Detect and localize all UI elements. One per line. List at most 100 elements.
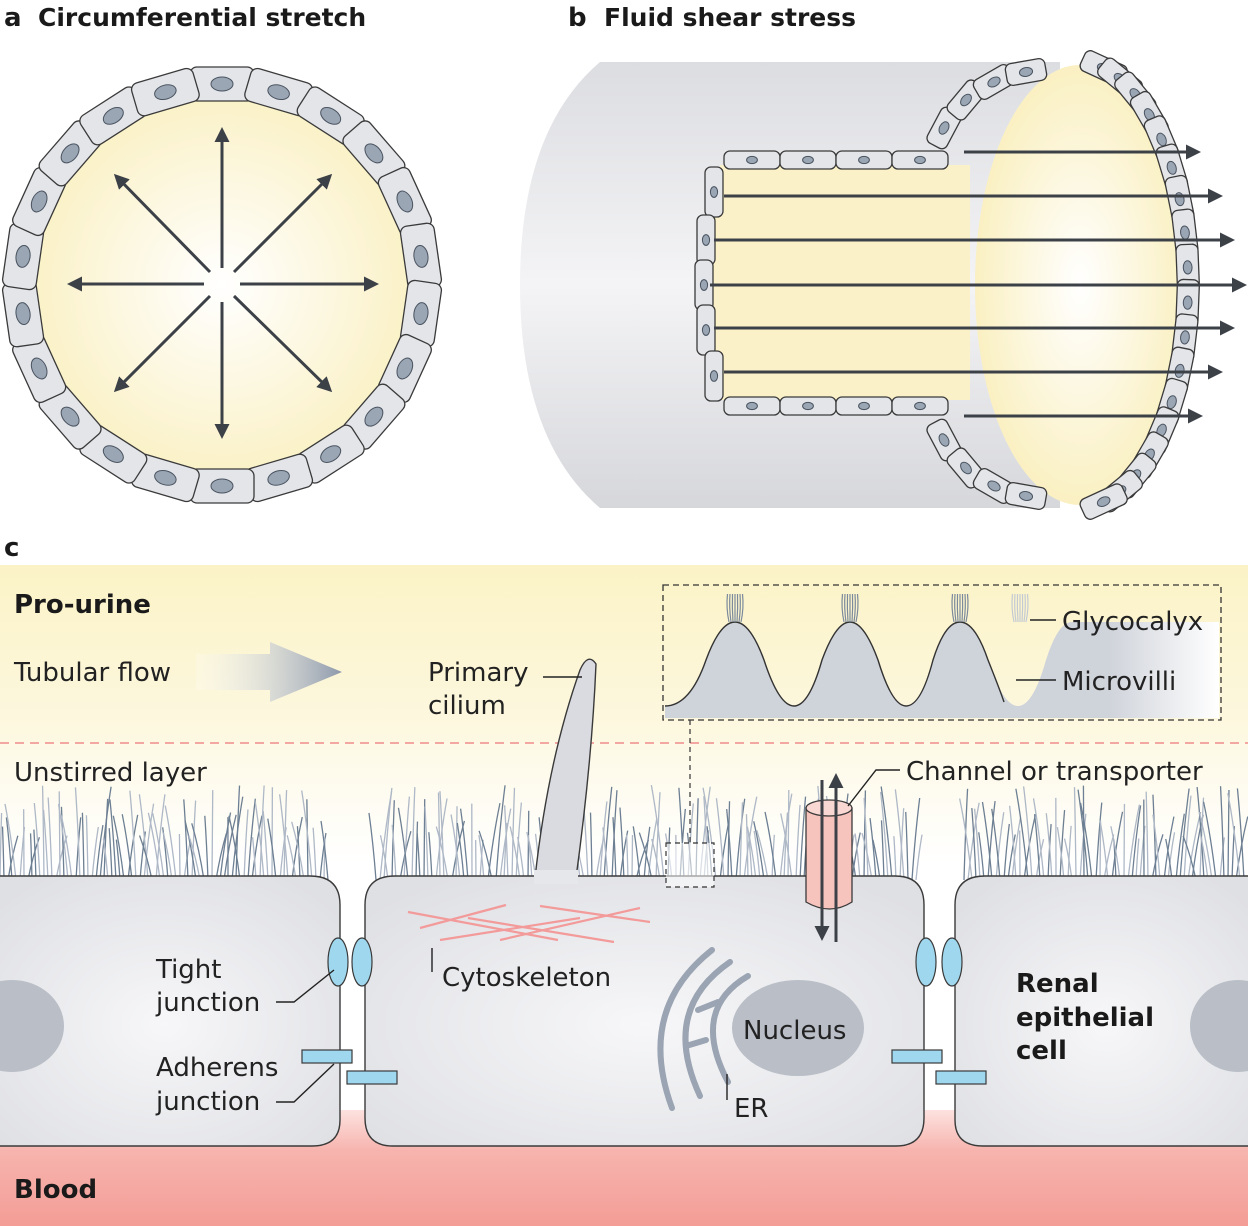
cell-nucleus (364, 406, 384, 427)
glycocalyx-strand (1056, 826, 1065, 881)
adherens-left-a (301, 1049, 353, 1064)
glycocalyx-strand (973, 808, 981, 881)
ring-epithelial-cell (1, 279, 45, 348)
glycocalyx-strand (291, 821, 305, 881)
er-membrane (710, 973, 751, 1085)
ring-epithelial-cell (130, 453, 200, 503)
cell-nucleus (914, 401, 926, 411)
glycocalyx-strand (1022, 786, 1033, 881)
cell-nucleus (858, 401, 870, 411)
adherens-left-b (346, 1070, 398, 1085)
cell-nucleus (699, 279, 709, 291)
panel-a-letter: a (4, 3, 22, 33)
cell-nucleus (102, 445, 124, 463)
glycocalyx-strand (152, 812, 165, 881)
cell-nucleus (1018, 491, 1034, 501)
glycocalyx-strand (1145, 791, 1149, 881)
glycocalyx-strand (1110, 826, 1121, 881)
glycocalyx-strand (423, 799, 426, 881)
glycocalyx-strand (799, 796, 807, 881)
glycocalyx-strand (278, 794, 289, 881)
ring-epithelial-cell (12, 333, 67, 404)
epithelial-cell-ring (1, 66, 443, 504)
glycocalyx-strand (647, 818, 658, 881)
glycocalyx-strand (368, 812, 377, 881)
tube-epithelial-cell (1079, 483, 1128, 520)
glycocalyx-strand (60, 806, 65, 881)
glycocalyx-strand (1198, 811, 1213, 881)
inset-glycocalyx-strand (954, 593, 957, 623)
cell-nucleus (30, 190, 48, 213)
inset-glycocalyx-strand (965, 593, 969, 623)
cell-nucleus (709, 370, 719, 382)
glycocalyx-strand (183, 799, 189, 881)
glycocalyx-strand (424, 806, 429, 881)
glycocalyx-strand (191, 823, 205, 881)
microvilli-inset (662, 584, 1222, 721)
cell-nucleus (154, 84, 177, 101)
inset-glycocalyx-strand (1016, 593, 1019, 623)
glycocalyx-strand (1219, 786, 1225, 881)
cell-nucleus (802, 401, 814, 411)
glycocalyx-strand (715, 798, 725, 881)
glycocalyx-strand (129, 790, 137, 881)
channel-transporter (805, 773, 853, 942)
er-label: ER (734, 1094, 769, 1124)
adherens-right-b (935, 1070, 987, 1085)
ring-epithelial-cell (377, 333, 432, 404)
ring-epithelial-cell (1, 222, 45, 291)
inset-source-box (665, 842, 715, 888)
cell-nucleus (709, 186, 719, 198)
glycocalyx-strand (42, 809, 49, 881)
cell-nucleus (1182, 295, 1193, 310)
tight-junction-leader (276, 969, 335, 1003)
glycocalyx-strand (204, 815, 209, 881)
glycocalyx-strand (981, 801, 993, 881)
inset-glycocalyx-strand (853, 593, 856, 623)
glycocalyx-strand (1152, 794, 1157, 881)
cell-nucleus (210, 478, 234, 494)
tube-epithelial-cell (1004, 57, 1048, 87)
glycocalyx-strand (726, 809, 733, 881)
glycocalyx-strand (967, 802, 980, 881)
glycocalyx-strand (1127, 804, 1141, 881)
microvilli-shape (665, 622, 1219, 718)
er-bridge (683, 1037, 709, 1049)
cell-nucleus (396, 357, 414, 380)
inset-glycocalyx-strand (1011, 593, 1015, 623)
cell-nucleus (320, 107, 342, 125)
glycocalyx-strand (1099, 820, 1109, 881)
glycocalyx-strand (503, 822, 508, 881)
glycocalyx-strand (147, 812, 161, 881)
glycocalyx-strand (589, 812, 593, 881)
glycocalyx-strand (880, 820, 885, 881)
glycocalyx-strand (391, 824, 397, 881)
glycocalyx-strand (235, 785, 241, 881)
glycocalyx-strand (41, 785, 45, 881)
glycocalyx-strand (655, 792, 661, 881)
glycocalyx-strand (143, 803, 155, 881)
adherens-junctions (301, 1049, 987, 1085)
inset-glycocalyx-strand (844, 593, 847, 623)
cell-nucleus (30, 357, 48, 380)
ring-epithelial-cell (130, 67, 200, 117)
glycocalyx-strand (435, 826, 449, 881)
blood-label: Blood (14, 1175, 97, 1205)
cell-nucleus (320, 445, 342, 463)
tube-epithelial-cell (779, 396, 837, 416)
glycocalyx-strand (959, 798, 973, 881)
panel-a-title: Circumferential stretch (38, 3, 366, 32)
glycocalyx-strand (243, 809, 249, 881)
glycocalyx-strand (74, 787, 81, 881)
glycocalyx-strand (323, 838, 326, 881)
panel-b-letter: b (568, 3, 587, 33)
glycocalyx-strand (435, 798, 448, 881)
glycocalyx-strand (1059, 810, 1066, 881)
glycocalyx-strand (108, 828, 113, 881)
shear-flow-arrows (710, 144, 1247, 424)
er-bridge (695, 999, 721, 1013)
glycocalyx-strand (112, 815, 125, 881)
left-cell-nucleus (0, 980, 64, 1072)
inset-glycocalyx-strand (738, 593, 741, 623)
glycocalyx-strand (283, 790, 288, 881)
